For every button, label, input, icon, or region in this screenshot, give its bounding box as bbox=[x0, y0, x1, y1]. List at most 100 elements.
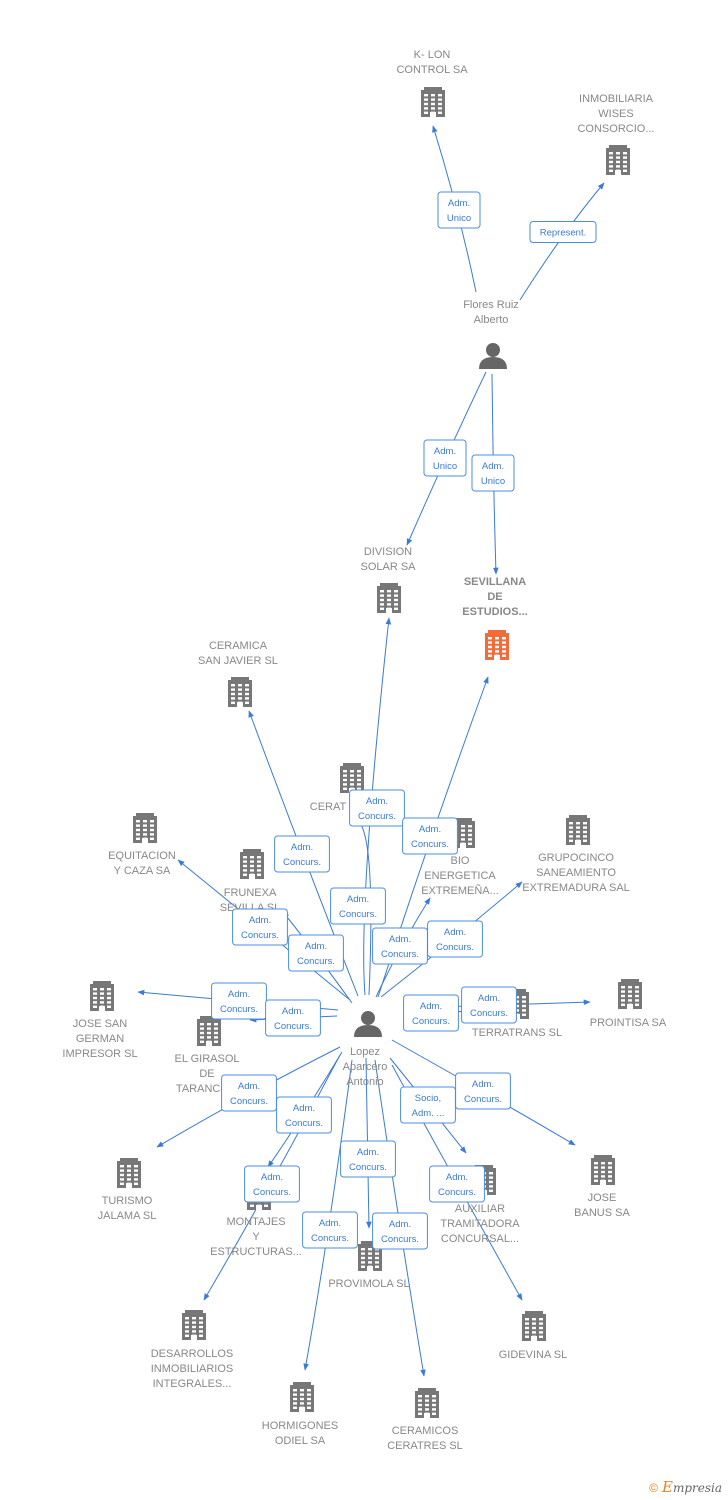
node-cerat[interactable]: CERAT bbox=[310, 763, 364, 813]
node-prointisa[interactable]: PROINTISA SA bbox=[590, 979, 667, 1029]
node-label[interactable]: DE bbox=[199, 1068, 214, 1080]
node-label[interactable]: Antonio bbox=[346, 1076, 383, 1088]
node-label[interactable]: Y bbox=[252, 1231, 260, 1243]
edge-label[interactable]: Adm.Concurs. bbox=[429, 1165, 485, 1203]
edge-label[interactable]: Adm.Unico bbox=[423, 439, 467, 477]
node-label[interactable]: CONTROL SA bbox=[396, 64, 468, 76]
node-label[interactable]: TERRATRANS SL bbox=[472, 1027, 562, 1039]
edge-label[interactable]: Adm.Concurs. bbox=[461, 986, 517, 1024]
node-label[interactable]: TRAMITADORA bbox=[440, 1218, 520, 1230]
node-label[interactable]: EL GIRASOL bbox=[174, 1053, 239, 1065]
node-label[interactable]: EXTREMADURA SAL bbox=[522, 882, 630, 894]
node-label[interactable]: Alberto bbox=[474, 314, 509, 326]
edge-label[interactable]: Adm.Concurs. bbox=[455, 1072, 511, 1110]
edge-label[interactable]: Adm.Concurs. bbox=[403, 994, 459, 1032]
edge-label[interactable]: Adm.Concurs. bbox=[232, 908, 288, 946]
node-label[interactable]: JOSE SAN bbox=[73, 1018, 127, 1030]
edge-label[interactable]: Adm.Concurs. bbox=[427, 920, 483, 958]
node-label[interactable]: Aparcero bbox=[343, 1061, 388, 1073]
edge-label[interactable]: Adm.Concurs. bbox=[211, 982, 267, 1020]
node-klon[interactable]: K- LON CONTROL SA bbox=[396, 49, 468, 117]
node-label[interactable]: DIVISION bbox=[364, 546, 412, 558]
node-josesan[interactable]: JOSE SAN GERMAN IMPRESOR SL bbox=[62, 981, 138, 1060]
node-equitacion[interactable]: EQUITACION Y CAZA SA bbox=[108, 813, 176, 877]
node-josebanus[interactable]: JOSE BANUS SA bbox=[574, 1155, 630, 1219]
node-division[interactable]: DIVISION SOLAR SA bbox=[360, 546, 416, 613]
edge-label[interactable]: Adm.Concurs. bbox=[302, 1211, 358, 1249]
node-label[interactable]: GERMAN bbox=[76, 1033, 124, 1045]
node-grupocinco[interactable]: GRUPOCINCO SANEAMIENTO EXTREMADURA SAL bbox=[522, 815, 630, 894]
node-label[interactable]: PROINTISA SA bbox=[590, 1017, 667, 1029]
edge-label[interactable]: Represent. bbox=[529, 221, 597, 243]
edge-label[interactable]: Adm.Concurs. bbox=[330, 887, 386, 925]
edge-label[interactable]: Adm.Concurs. bbox=[244, 1165, 300, 1203]
edge-label[interactable]: Adm.Concurs. bbox=[372, 1212, 428, 1250]
node-label[interactable]: SOLAR SA bbox=[360, 561, 416, 573]
node-label[interactable]: IMPRESOR SL bbox=[62, 1048, 137, 1060]
node-label[interactable]: CONSORCIO... bbox=[577, 123, 654, 135]
edge-label[interactable]: Adm.Concurs. bbox=[288, 934, 344, 972]
node-label[interactable]: DESARROLLOS bbox=[151, 1348, 234, 1360]
footer-brand[interactable]: ©Empresia bbox=[649, 1478, 722, 1496]
node-gidevina[interactable]: GIDEVINA SL bbox=[499, 1311, 567, 1361]
node-label[interactable]: WISES bbox=[598, 108, 633, 120]
edge-label[interactable]: Adm.Concurs. bbox=[274, 835, 330, 873]
person-icon bbox=[354, 1011, 382, 1037]
node-label[interactable]: Flores Ruiz bbox=[463, 299, 519, 311]
node-label[interactable]: GIDEVINA SL bbox=[499, 1349, 567, 1361]
node-label[interactable]: INMOBILIARIOS bbox=[151, 1363, 234, 1375]
node-turismo[interactable]: TURISMO JALAMA SL bbox=[98, 1158, 157, 1222]
node-ceramsj[interactable]: CERAMICA SAN JAVIER SL bbox=[198, 640, 278, 707]
node-label[interactable]: INMOBILIARIA bbox=[579, 93, 654, 105]
node-label[interactable]: EQUITACION bbox=[108, 850, 176, 862]
node-label[interactable]: FRUNEXA bbox=[224, 887, 277, 899]
node-label[interactable]: K- LON bbox=[414, 49, 451, 61]
edge-label[interactable]: Adm.Concurs. bbox=[402, 817, 458, 855]
node-label[interactable]: ESTUDIOS... bbox=[462, 606, 527, 618]
node-label[interactable]: AUXILIAR bbox=[455, 1203, 505, 1215]
node-label[interactable]: CERAMICA bbox=[209, 640, 268, 652]
node-label[interactable]: Lopez bbox=[350, 1046, 380, 1058]
node-ceramicas[interactable]: CERAMICOS CERATRES SL bbox=[387, 1388, 463, 1452]
edge-label-box bbox=[232, 908, 288, 946]
node-hormigones[interactable]: HORMIGONES ODIEL SA bbox=[262, 1382, 338, 1447]
node-label[interactable]: PROVIMOLA SL bbox=[328, 1278, 409, 1290]
edge-label[interactable]: Adm.Concurs. bbox=[221, 1074, 277, 1112]
node-label[interactable]: MONTAJES bbox=[226, 1216, 285, 1228]
node-label[interactable]: SAN JAVIER SL bbox=[198, 655, 278, 667]
node-label[interactable]: JALAMA SL bbox=[98, 1210, 157, 1222]
node-label[interactable]: ESTRUCTURAS... bbox=[210, 1246, 302, 1258]
edge-label[interactable]: Adm.Unico bbox=[437, 191, 481, 229]
node-label[interactable]: CERAMICOS bbox=[392, 1425, 459, 1437]
node-desarrollos[interactable]: DESARROLLOS INMOBILIARIOS INTEGRALES... bbox=[151, 1310, 234, 1390]
node-sevillana[interactable]: SEVILLANA DE ESTUDIOS... bbox=[462, 576, 528, 660]
edge-label[interactable]: Adm.Concurs. bbox=[349, 789, 405, 827]
node-label[interactable]: CERATRES SL bbox=[387, 1440, 463, 1452]
node-label[interactable]: DE bbox=[487, 591, 502, 603]
edge-label[interactable]: Adm.Concurs. bbox=[340, 1140, 396, 1178]
edge-label[interactable]: Adm.Concurs. bbox=[265, 999, 321, 1037]
node-label[interactable]: BIO bbox=[451, 855, 470, 867]
node-label[interactable]: ENERGETICA bbox=[424, 870, 496, 882]
node-label[interactable]: HORMIGONES bbox=[262, 1420, 338, 1432]
node-label[interactable]: CONCURSAL... bbox=[441, 1233, 519, 1245]
node-label[interactable]: GRUPOCINCO bbox=[538, 852, 614, 864]
node-label[interactable]: SANEAMIENTO bbox=[536, 867, 616, 879]
node-label[interactable]: JOSE bbox=[588, 1192, 617, 1204]
node-label[interactable]: BANUS SA bbox=[574, 1207, 630, 1219]
edge-label[interactable]: Socio,Adm. ... bbox=[400, 1086, 456, 1124]
edge-label[interactable]: Adm.Concurs. bbox=[372, 927, 428, 965]
node-inmob[interactable]: INMOBILIARIA WISES CONSORCIO... bbox=[577, 93, 655, 175]
edge-label[interactable]: Adm.Unico bbox=[471, 454, 515, 492]
node-label[interactable]: EXTREMEÑA... bbox=[421, 884, 499, 897]
node-label[interactable]: INTEGRALES... bbox=[153, 1378, 232, 1390]
node-label[interactable]: CERAT bbox=[310, 801, 347, 813]
node-label[interactable]: SEVILLANA bbox=[464, 576, 526, 588]
node-label[interactable]: TURISMO bbox=[102, 1195, 153, 1207]
node-label[interactable]: Y CAZA SA bbox=[114, 865, 171, 877]
edge-label[interactable]: Adm.Concurs. bbox=[276, 1096, 332, 1134]
node-label[interactable]: ODIEL SA bbox=[275, 1435, 326, 1447]
